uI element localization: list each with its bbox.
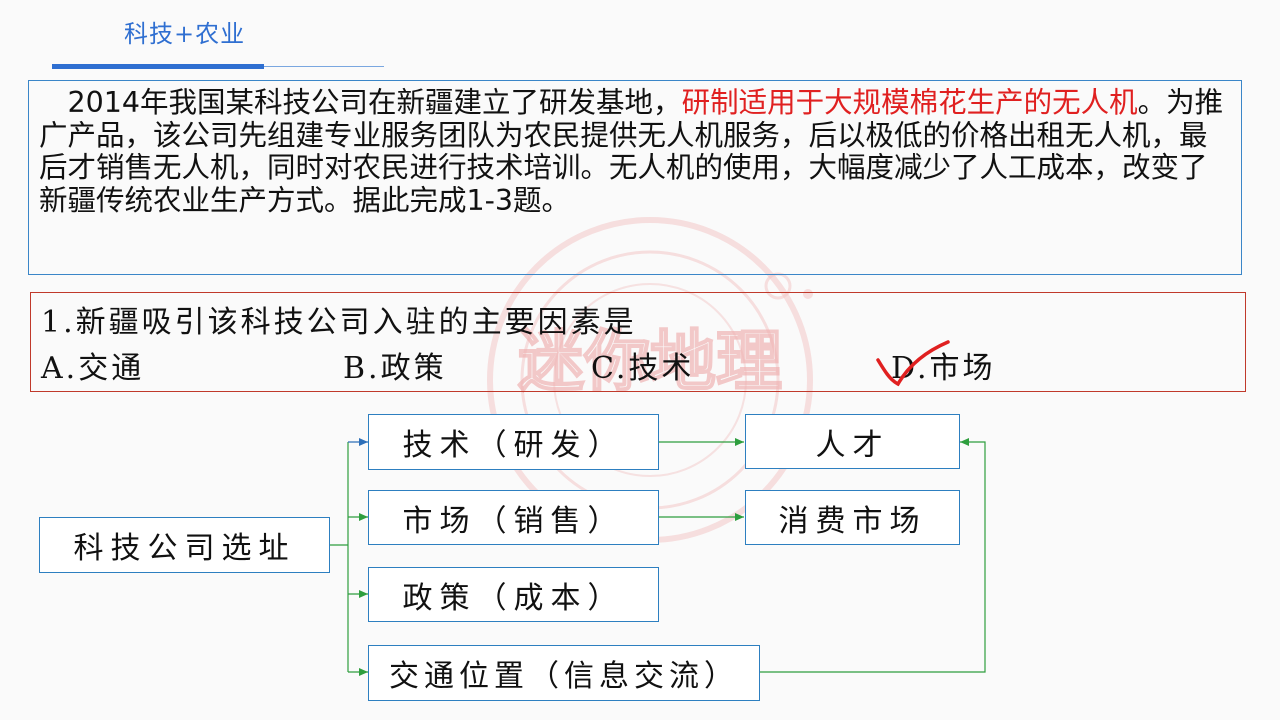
factor-policy-box: 政策（成本） [368,567,659,622]
passage-text-1: 2014年我国某科技公司在新疆建立了研发基地， [67,86,682,119]
option-b[interactable]: B.政策 [343,351,447,386]
target-talent-box: 人才 [745,414,960,469]
slide-title: 科技+农业 [124,20,246,48]
factor-market-box: 市场（销售） [368,490,659,545]
target-consumer-market-box: 消费市场 [745,490,960,545]
passage-text-2: 。为推广产品，该公司先组建专业服务团队为农民提供无人机服务，后以极低的价格出租无… [39,86,1224,217]
arrow-transport-to-talent [760,438,986,673]
title-underline-thin [264,66,384,67]
factor-transport-box: 交通位置（信息交流） [368,645,760,701]
option-a[interactable]: A.交通 [41,351,145,386]
option-c[interactable]: C.技术 [591,351,695,386]
factor-tech-box: 技术（研发） [368,414,659,470]
title-underline [52,64,264,69]
question-stem: 1.新疆吸引该科技公司入驻的主要因素是 [41,305,637,340]
passage-highlight: 研制适用于大规模棉花生产的无人机 [681,86,1138,119]
reading-passage: 2014年我国某科技公司在新疆建立了研发基地，研制适用于大规模棉花生产的无人机。… [28,80,1242,275]
root-box: 科技公司选址 [39,517,330,573]
answer-check-icon [876,340,950,387]
